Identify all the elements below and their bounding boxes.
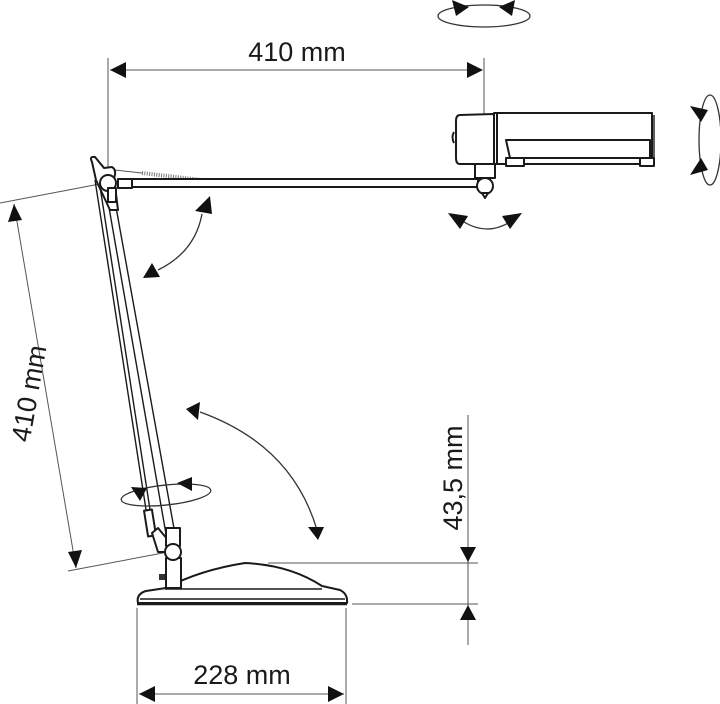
head-foot-left bbox=[505, 157, 525, 167]
head-end-cap bbox=[455, 113, 495, 165]
dimension-upper-arm: 410 mm bbox=[107, 37, 485, 178]
lower-joint bbox=[164, 543, 182, 561]
base-diameter-dimension-label: 228 mm bbox=[193, 660, 291, 690]
upper-arm-tube bbox=[129, 178, 481, 188]
extension-line-top bbox=[0, 182, 106, 204]
rotation-ellipse bbox=[698, 94, 720, 186]
pivot-arc bbox=[463, 221, 511, 230]
rotation-ellipse bbox=[120, 483, 212, 507]
base-height-dimension-label: 43,5 mm bbox=[438, 425, 468, 530]
arrow-up-icon bbox=[460, 605, 476, 620]
base-arrow-icon bbox=[186, 402, 200, 420]
elbow-angle-indicator bbox=[143, 196, 212, 278]
head-light-window bbox=[505, 139, 651, 159]
lamp-base bbox=[136, 557, 349, 606]
rotation-ellipse bbox=[437, 4, 531, 28]
arm-rod-3 bbox=[106, 195, 167, 535]
lamp-upper-arm bbox=[90, 155, 481, 211]
arm-rod-4 bbox=[113, 195, 176, 535]
pivot-arrow-icon bbox=[502, 213, 522, 229]
arrow-up-icon bbox=[8, 204, 22, 222]
dimension-lower-arm: 410 mm bbox=[0, 182, 169, 572]
rotation-arrow-icon bbox=[690, 106, 708, 122]
arrow-left-icon bbox=[139, 686, 155, 702]
base-post bbox=[165, 557, 182, 589]
elbow-arrow-icon bbox=[143, 263, 160, 278]
rotation-arrow-icon bbox=[690, 158, 708, 175]
arrow-right-icon bbox=[328, 686, 344, 702]
arrow-down-icon bbox=[68, 550, 82, 568]
head-swivel-indicator bbox=[437, 0, 531, 28]
dimension-line bbox=[13, 203, 77, 569]
spring-coil bbox=[141, 171, 211, 183]
arrow-right-icon bbox=[467, 62, 483, 78]
base-arrow-icon bbox=[308, 527, 324, 540]
base-angle-indicator bbox=[186, 402, 324, 540]
arm-rod-2 bbox=[98, 179, 152, 517]
spring-wire bbox=[114, 169, 143, 174]
dimension-base-height: 43,5 mm bbox=[268, 415, 478, 645]
extension-line-bottom bbox=[67, 551, 169, 572]
arm-rotation-indicator bbox=[120, 477, 212, 507]
pivot-arrow-icon bbox=[448, 213, 468, 229]
elbow-arrow-icon bbox=[195, 196, 212, 214]
head-pivot-indicator bbox=[448, 213, 522, 230]
arm-rod-1 bbox=[94, 179, 148, 517]
set-screw bbox=[159, 574, 165, 580]
arrow-down-icon bbox=[460, 547, 476, 562]
arrow-left-icon bbox=[110, 62, 126, 78]
elbow-arc bbox=[157, 213, 203, 271]
rotation-arrow-icon bbox=[131, 487, 147, 501]
base-arc bbox=[199, 411, 318, 531]
elbow-lower-socket bbox=[107, 187, 117, 203]
upper-arm-dimension-label: 410 mm bbox=[248, 37, 346, 67]
head-tilt-indicator bbox=[690, 94, 720, 186]
rotation-arrow-icon bbox=[499, 0, 515, 16]
dimension-base-diameter: 228 mm bbox=[136, 608, 347, 704]
lamp-head bbox=[451, 112, 655, 199]
lamp-lower-arm bbox=[94, 179, 182, 561]
lower-arm-dimension-label: 410 mm bbox=[6, 343, 52, 444]
rotation-arrow-icon bbox=[177, 477, 192, 491]
head-foot-right bbox=[639, 157, 655, 167]
elbow-collar bbox=[117, 178, 133, 189]
rotation-arrow-icon bbox=[452, 0, 469, 16]
head-pivot-joint bbox=[476, 177, 494, 195]
head-pivot-tip bbox=[481, 192, 489, 199]
head-knob bbox=[451, 131, 455, 144]
base-dome bbox=[136, 562, 349, 604]
